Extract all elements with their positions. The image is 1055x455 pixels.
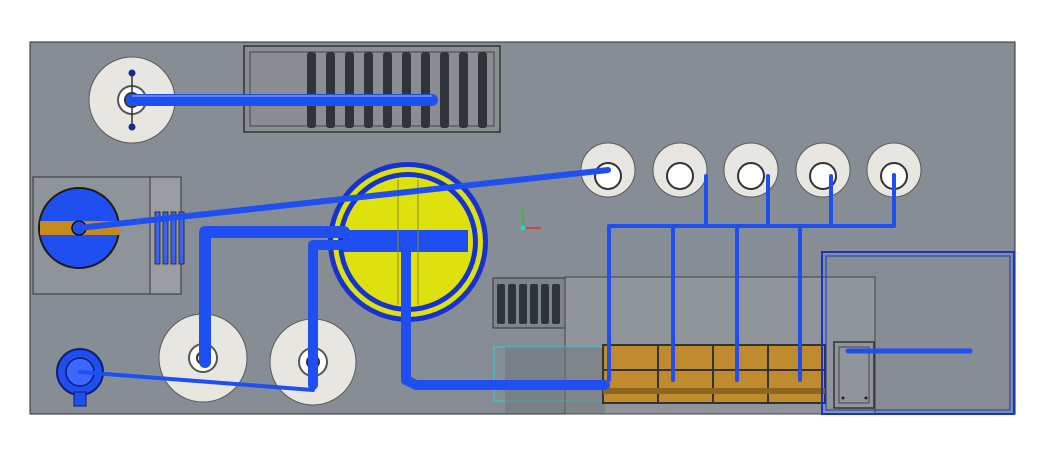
- louver-grille-top: [243, 45, 501, 133]
- louver-grille-mid: [492, 277, 566, 329]
- coordinate-gizmo: [520, 210, 541, 231]
- pipe-network: [76, 167, 896, 392]
- valve-tank-3: [723, 142, 779, 198]
- right-enclosure: [821, 251, 1015, 415]
- valve-tank-4: [795, 142, 851, 198]
- filter-housing-left: [32, 176, 185, 295]
- pipe-top: [126, 94, 438, 106]
- hopper-tray: [602, 344, 826, 404]
- valve-tank-2: [652, 142, 708, 198]
